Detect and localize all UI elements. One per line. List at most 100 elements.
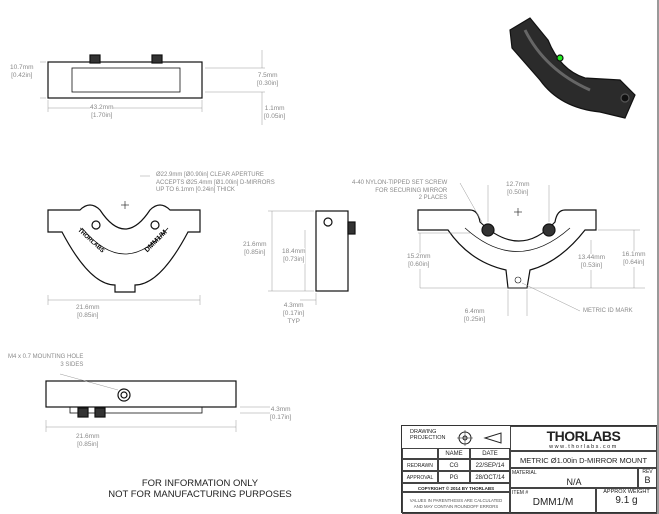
- bottom-view: [45, 373, 270, 432]
- dim-value: 4.3mm: [270, 406, 291, 413]
- dim-value-in: [0.17in]: [283, 310, 305, 317]
- note-line: 3 SIDES: [60, 361, 84, 368]
- dim-top-tab: 7.5mm[0.30in]: [257, 72, 279, 88]
- weight-label: APPROX WEIGHT: [603, 489, 650, 495]
- approval-date: 28/OCT/14: [470, 471, 510, 483]
- projection-symbol-icon: [457, 430, 502, 446]
- dim-typ: TYP: [287, 318, 300, 325]
- note-line: ACCEPTS Ø25.4mm [Ø1.00in] D-MIRRORS: [156, 179, 275, 186]
- dim-top-width: 43.2mm[1.70in]: [90, 104, 114, 120]
- disclaimer-line: FOR INFORMATION ONLY: [141, 478, 259, 489]
- drawing-projection-label: DRAWING PROJECTION: [410, 429, 446, 441]
- item-value: DMM1/M: [532, 497, 574, 508]
- material-label: MATERIAL: [512, 470, 537, 476]
- item-cell: ITEM #DMM1/M: [510, 488, 596, 514]
- dim-value: 21.6mm: [76, 433, 100, 440]
- redrawn-date: 22/SEP/14: [470, 459, 510, 471]
- title-block: DRAWING PROJECTION NAME DATE REDRAWN CG …: [401, 425, 657, 514]
- dim-value: 18.4mm: [282, 248, 306, 255]
- dim-side-thickness: 4.3mm[0.17in]TYP: [283, 302, 304, 326]
- dim-foot-width: 6.4mm[0.25in]: [464, 308, 485, 324]
- dim-value: 6.4mm: [464, 308, 485, 315]
- dim-value: 13.44mm: [578, 254, 606, 261]
- redrawn-label: REDRAWN: [402, 459, 438, 471]
- note-line: 2 PLACES: [418, 195, 448, 201]
- item-label: ITEM #: [512, 490, 529, 496]
- dim-value: 15.2mm: [407, 253, 431, 260]
- dim-value-in: [0.53in]: [580, 262, 603, 269]
- note-line: Ø22.9mm [Ø0.90in] CLEAR APERTURE: [156, 172, 264, 178]
- rev-value: B: [644, 475, 651, 485]
- material-cell: MATERIAL N/A: [510, 468, 638, 488]
- blank-cell: [402, 448, 438, 459]
- dim-value-in: [0.85in]: [244, 249, 266, 256]
- dim-value: 4.3mm: [283, 302, 304, 309]
- copyright: COPYRIGHT © 2014 BY THORLABS: [402, 483, 510, 492]
- dim-value: 21.6mm: [76, 304, 100, 311]
- dim-side-height: 21.6mm[0.85in]: [243, 241, 267, 257]
- note-line: UP TO 6.1mm [0.24in] THICK: [156, 187, 235, 193]
- dim-value-in: [0.25in]: [464, 316, 486, 323]
- name-header: NAME: [438, 448, 470, 459]
- top-view: [40, 50, 265, 125]
- dim-side-inner: 18.4mm[0.73in]: [282, 248, 306, 264]
- website: www.thorlabs.com: [549, 444, 618, 450]
- dim-value-in: [0.60in]: [408, 261, 430, 268]
- metric-id-mark-note: METRIC ID MARK: [583, 308, 633, 314]
- dim-bottom-width: 21.6mm[0.85in]: [76, 433, 100, 449]
- rev-label: REV: [642, 469, 653, 475]
- dim-value-in: [0.17in]: [270, 414, 292, 421]
- material-value: N/A: [566, 477, 582, 487]
- weight-value: 9.1 g: [615, 495, 638, 506]
- dim-bottom-thickness: 4.3mm[0.17in]: [270, 406, 291, 422]
- part-title: METRIC Ø1.00in D-MIRROR MOUNT: [510, 451, 657, 468]
- dim-value-in: [0.85in]: [77, 441, 99, 448]
- note-line: VALUES IN PARENTHESIS ARE CALCULATED: [409, 498, 503, 503]
- dim-right-h2: 13.44mm[0.53in]: [578, 254, 606, 270]
- dim-value: 21.6mm: [243, 241, 267, 248]
- dim-value-in: [0.85in]: [77, 312, 99, 319]
- approval-name: PG: [438, 471, 470, 483]
- note-line: FOR SECURING MIRROR: [375, 187, 448, 194]
- dim-screw-spacing: 12.7mm[0.50in]: [506, 181, 529, 197]
- isometric-render: [509, 17, 636, 119]
- dim-value-in: [0.50in]: [507, 189, 529, 196]
- dim-value: 12.7mm: [506, 181, 530, 188]
- dim-value: 1.1mm: [264, 105, 285, 112]
- dim-value-in: [0.42in]: [11, 72, 33, 79]
- disclaimer-line: NOT FOR MANUFACTURING PURPOSES: [108, 489, 292, 500]
- dim-value: 16.1mm: [622, 251, 646, 258]
- note-line: 4-40 NYLON-TIPPED SET SCREW: [352, 180, 448, 186]
- dim-value-in: [1.70in]: [91, 112, 113, 119]
- dim-front-width: 21.6mm[0.85in]: [76, 304, 100, 320]
- dim-value-in: [0.64in]: [623, 259, 645, 266]
- approval-label: APPROVAL: [402, 471, 438, 483]
- dim-right-h3: 16.1mm[0.64in]: [622, 251, 646, 267]
- dim-value-in: [0.73in]: [283, 256, 305, 263]
- date-header: DATE: [470, 448, 510, 459]
- note-line: AND MAY CONTAIN ROUNDOFF ERRORS: [413, 503, 499, 509]
- dim-value-in: [0.05in]: [264, 113, 286, 120]
- right-view: [417, 182, 645, 316]
- logo-text: THORLABS: [546, 428, 621, 444]
- front-view: [47, 175, 201, 305]
- dim-value: 7.5mm: [257, 72, 278, 79]
- dim-value-in: [0.30in]: [257, 80, 279, 87]
- note-line: M4 x 0.7 MOUNTING HOLE: [8, 354, 84, 360]
- dim-top-height: 10.7mm[0.42in]: [10, 64, 33, 80]
- dim-top-lip: 1.1mm[0.05in]: [264, 105, 286, 121]
- dim-right-h1: 15.2mm[0.60in]: [407, 253, 431, 269]
- side-view: [268, 210, 356, 305]
- dim-value: 43.2mm: [90, 104, 114, 111]
- dim-value: 10.7mm: [10, 64, 34, 71]
